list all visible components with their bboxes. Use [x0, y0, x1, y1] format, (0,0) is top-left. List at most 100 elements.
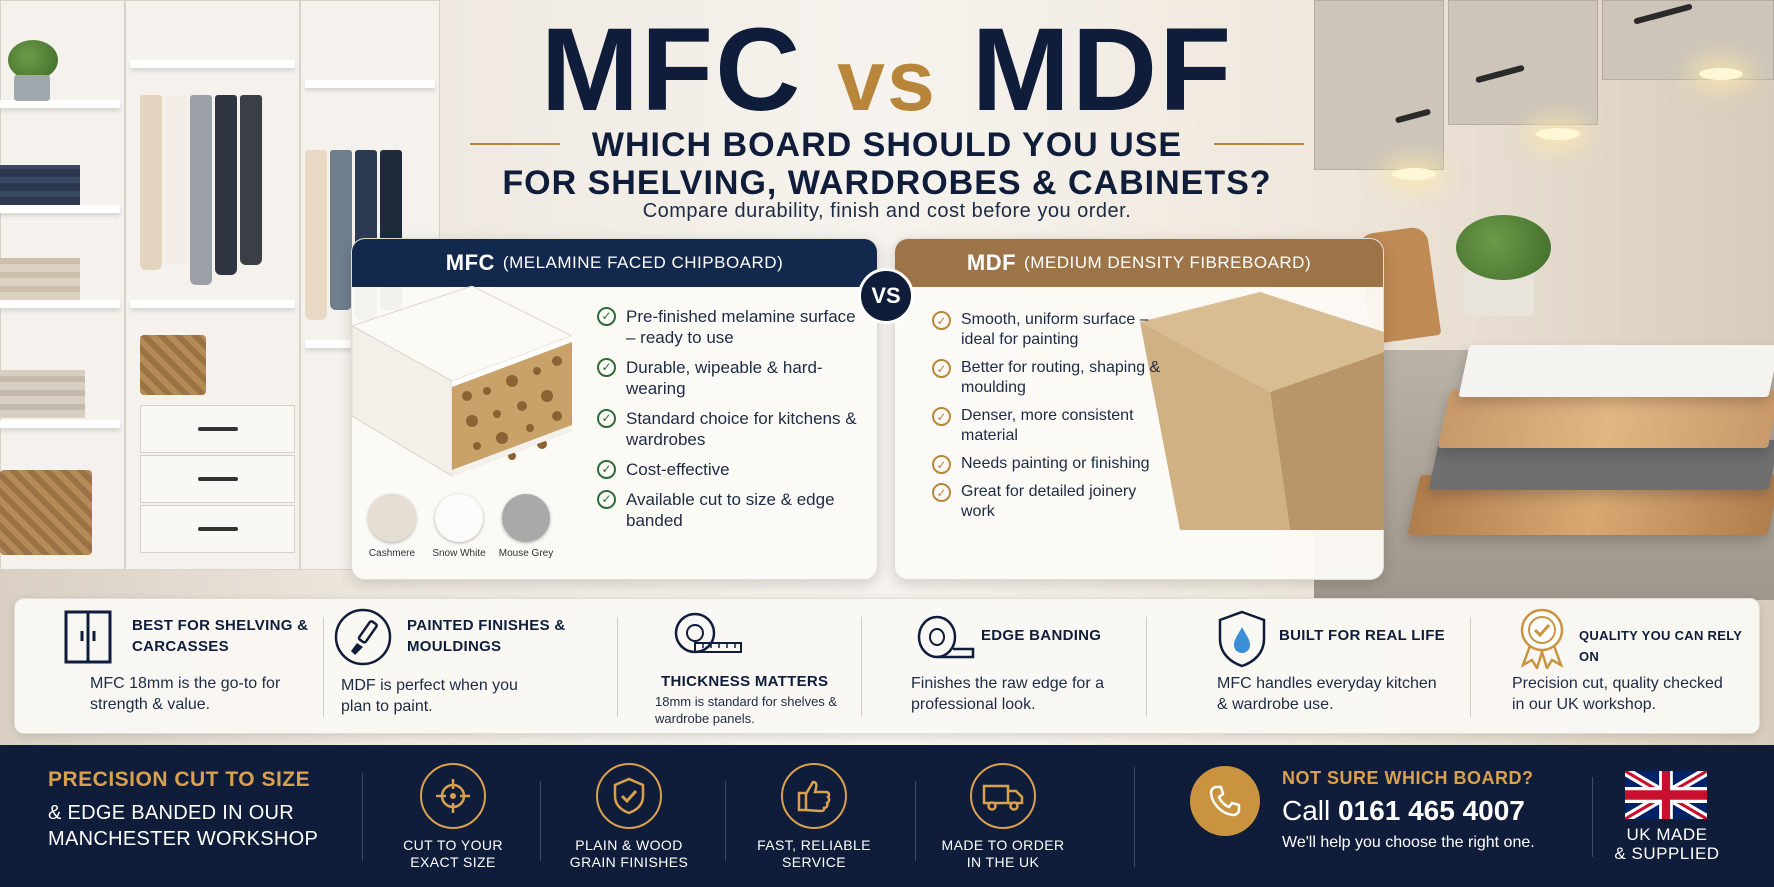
- list-item: ✓Available cut to size & edge banded: [597, 489, 857, 531]
- divider: [1592, 777, 1593, 857]
- colour-swatches: Cashmere Snow White Mouse Grey: [368, 494, 553, 559]
- swatch-mouse-grey: Mouse Grey: [499, 494, 553, 559]
- feature-title: THICKNESS MATTERS: [661, 673, 829, 690]
- divider: [617, 617, 618, 717]
- vs-badge: VS: [858, 268, 914, 324]
- swatch-label: Mouse Grey: [498, 548, 554, 559]
- list-item: ✓Standard choice for kitchens & wardrobe…: [597, 408, 857, 450]
- check-icon: ✓: [932, 483, 951, 502]
- kitchen-illustration: [1314, 0, 1774, 600]
- swatch-dot: [435, 494, 483, 542]
- mdf-feature-list: ✓Smooth, uniform surface – ideal for pai…: [932, 310, 1167, 530]
- tagline: Compare durability, finish and cost befo…: [642, 200, 1132, 222]
- call-line[interactable]: Call 0161 465 4007: [1282, 795, 1525, 827]
- check-icon: ✓: [597, 358, 616, 377]
- divider: [323, 617, 324, 717]
- divider: [725, 781, 726, 861]
- feature-painted: PAINTED FINISHES & MOULDINGS MDF is perf…: [325, 599, 615, 735]
- feature-desc: MDF is perfect when you plan to paint.: [341, 677, 518, 715]
- service-cut-to-size: CUT TO YOUR EXACT SIZE: [388, 763, 518, 871]
- feature-title: BUILT FOR REAL LIFE: [1279, 627, 1445, 644]
- title-rule-right: [1214, 143, 1304, 145]
- feature-thickness: THICKNESS MATTERS 18mm is standard for s…: [619, 599, 849, 735]
- uk-made-label: UK MADE & SUPPLIED: [1614, 825, 1720, 863]
- list-item: ✓Needs painting or finishing: [932, 454, 1167, 474]
- list-item: ✓Durable, wipeable & hard-wearing: [597, 357, 857, 399]
- check-icon: ✓: [597, 490, 616, 509]
- feature-desc: MFC 18mm is the go-to for strength & val…: [90, 675, 281, 713]
- tape-measure-icon: [674, 612, 742, 654]
- service-made-uk: MADE TO ORDER IN THE UK: [938, 763, 1068, 871]
- feature-desc: Precision cut, quality checked in our UK…: [1512, 675, 1723, 713]
- title-rule-left: [470, 143, 560, 145]
- quality-badge-icon: [1520, 608, 1564, 669]
- list-item: ✓Great for detailed joinery work: [932, 482, 1167, 522]
- help-text: We'll help you choose the right one.: [1282, 834, 1535, 851]
- crosshair-icon: [420, 763, 486, 829]
- bottom-subline-1: & EDGE BANDED IN OUR: [48, 802, 295, 824]
- shield-check-icon: [596, 763, 662, 829]
- service-fast: FAST, RELIABLE SERVICE: [749, 763, 879, 871]
- mfc-feature-list: ✓Pre-finished melamine surface – ready t…: [597, 306, 857, 540]
- phone-icon[interactable]: [1190, 766, 1260, 836]
- feature-title: PAINTED FINISHES & MOULDINGS: [407, 617, 566, 655]
- subtitle-line-1: WHICH BOARD SHOULD YOU USE: [591, 126, 1183, 164]
- divider: [861, 617, 862, 717]
- subtitle-line-2: FOR SHELVING, WARDROBES & CABINETS?: [502, 164, 1272, 202]
- feature-edge-banding: EDGE BANDING Finishes the raw edge for a…: [863, 599, 1153, 735]
- mdf-panel-header: MDF (MEDIUM DENSITY FIBREBOARD): [895, 239, 1383, 287]
- feature-title: EDGE BANDING: [981, 627, 1102, 644]
- list-item: ✓Denser, more consistent material: [932, 406, 1167, 446]
- check-icon: ✓: [597, 409, 616, 428]
- check-icon: ✓: [932, 407, 951, 426]
- check-icon: ✓: [932, 311, 951, 330]
- list-item: ✓Better for routing, shaping & moulding: [932, 358, 1167, 398]
- swatch-dot: [368, 494, 416, 542]
- feature-strip: BEST FOR SHELVING & CARCASSES MFC 18mm i…: [14, 598, 1760, 734]
- service-finishes: PLAIN & WOOD GRAIN FINISHES: [564, 763, 694, 871]
- list-item: ✓Cost-effective: [597, 459, 857, 480]
- service-label: FAST, RELIABLE SERVICE: [757, 837, 871, 870]
- title-mdf: MDF: [971, 4, 1234, 136]
- swatch-cashmere: Cashmere: [368, 494, 416, 559]
- divider: [1470, 617, 1471, 717]
- list-item: ✓Pre-finished melamine surface – ready t…: [597, 306, 857, 348]
- feature-desc: 18mm is standard for shelves & wardrobe …: [655, 694, 838, 726]
- delivery-truck-icon: [970, 763, 1036, 829]
- mdf-name: MDF: [966, 250, 1017, 275]
- divider: [1134, 767, 1135, 867]
- wardrobe-illustration: [0, 0, 440, 600]
- feature-title: QUALITY YOU CAN RELY ON: [1579, 628, 1742, 664]
- service-label: PLAIN & WOOD GRAIN FINISHES: [569, 837, 689, 870]
- check-icon: ✓: [932, 359, 951, 378]
- bottom-subline: & EDGE BANDED IN OUR MANCHESTER WORKSHOP: [48, 800, 318, 852]
- list-item: ✓Smooth, uniform surface – ideal for pai…: [932, 310, 1167, 350]
- title-mfc: MFC: [540, 4, 803, 136]
- mfc-full-name: (MELAMINE FACED CHIPBOARD): [502, 253, 784, 272]
- check-icon: ✓: [597, 460, 616, 479]
- divider: [362, 773, 363, 861]
- check-icon: ✓: [597, 307, 616, 326]
- not-sure-heading: NOT SURE WHICH BOARD?: [1282, 768, 1534, 788]
- divider: [1146, 617, 1147, 717]
- check-icon: ✓: [932, 455, 951, 474]
- feature-desc: MFC handles everyday kitchen & wardrobe …: [1217, 675, 1437, 713]
- swatch-label: Snow White: [432, 548, 486, 559]
- mfc-panel-header: MFC (MELAMINE FACED CHIPBOARD): [352, 239, 877, 287]
- paintbrush-icon: [334, 608, 392, 666]
- mdf-sample-image: [1140, 292, 1384, 530]
- feature-quality: QUALITY YOU CAN RELY ON Precision cut, q…: [1472, 599, 1761, 735]
- swatch-snow-white: Snow White: [432, 494, 486, 559]
- divider: [915, 781, 916, 861]
- thumbs-up-icon: [781, 763, 847, 829]
- call-prefix: Call: [1282, 795, 1331, 826]
- swatch-label: Cashmere: [368, 548, 416, 559]
- uk-flag-icon: [1625, 771, 1707, 819]
- water-shield-icon: [1218, 610, 1266, 668]
- feature-desc: Finishes the raw edge for a professional…: [911, 675, 1104, 713]
- bottom-bar: PRECISION CUT TO SIZE & EDGE BANDED IN O…: [0, 745, 1774, 887]
- feature-real-life: BUILT FOR REAL LIFE MFC handles everyday…: [1148, 599, 1448, 735]
- phone-number[interactable]: 0161 465 4007: [1338, 795, 1525, 826]
- wardrobe-icon: [64, 610, 112, 664]
- bottom-headline: PRECISION CUT TO SIZE: [48, 768, 311, 791]
